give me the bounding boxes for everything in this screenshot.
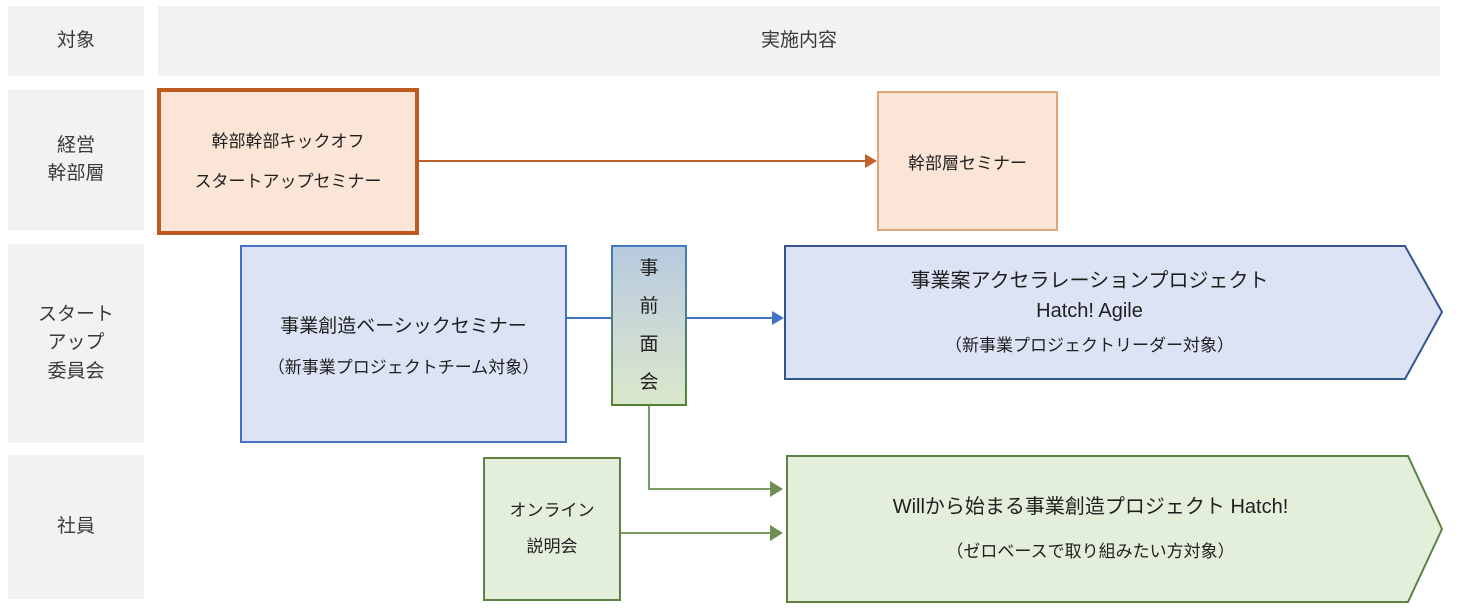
- online-briefing-label: オンライン 説明会: [509, 501, 595, 556]
- row-label-startup-committee: スタート アップ 委員会: [8, 244, 144, 443]
- arrowhead-right-icon: [770, 525, 783, 541]
- kickoff-seminar-box: 幹部幹部キックオフ スタートアップセミナー: [157, 88, 419, 235]
- row-label-executives: 経営 幹部層: [8, 90, 144, 230]
- online-briefing-box: オンライン 説明会: [483, 457, 621, 601]
- row-label-startup-committee-text: スタート アップ 委員会: [37, 303, 114, 382]
- hatch-project-text: Willから始まる事業創造プロジェクト Hatch! （ゼロベースで取り組みたい…: [786, 455, 1443, 603]
- connector-basic-to-pre-interview: [567, 317, 611, 319]
- connector-online-briefing-to-hatch: [621, 532, 770, 534]
- acceleration-project-title: 事業案アクセラレーションプロジェクト: [910, 269, 1269, 292]
- basic-seminar-box: 事業創造ベーシックセミナー （新事業プロジェクトチーム対象）: [240, 245, 567, 443]
- acceleration-project-text: 事業案アクセラレーションプロジェクト Hatch! Agile （新事業プロジェ…: [784, 245, 1443, 380]
- pre-interview-box: 事 前 面 会: [611, 245, 687, 406]
- pre-interview-label: 事 前 面 会: [639, 257, 659, 393]
- basic-seminar-title: 事業創造ベーシックセミナー: [280, 315, 527, 337]
- arrowhead-right-icon: [770, 481, 783, 497]
- row-label-employees-text: 社員: [56, 515, 95, 537]
- header-target-cell: 対象: [8, 6, 144, 76]
- hatch-project-arrow: Willから始まる事業創造プロジェクト Hatch! （ゼロベースで取り組みたい…: [786, 455, 1443, 603]
- header-content-cell: 実施内容: [158, 6, 1440, 76]
- pentagon-arrow-icon: [786, 455, 1443, 603]
- connector-pre-interview-to-acceleration: [687, 317, 772, 319]
- acceleration-project-subtitle: Hatch! Agile: [1036, 299, 1143, 322]
- kickoff-seminar-label: 幹部幹部キックオフ スタートアップセミナー: [194, 131, 382, 191]
- header-content-label: 実施内容: [760, 29, 837, 51]
- acceleration-project-note: （新事業プロジェクトリーダー対象）: [945, 335, 1234, 355]
- executive-seminar-label: 幹部層セミナー: [908, 153, 1027, 173]
- connector-kickoff-to-executive-seminar: [419, 160, 866, 162]
- header-target-label: 対象: [56, 29, 95, 51]
- pentagon-arrow-icon: [784, 245, 1443, 380]
- row-label-employees: 社員: [8, 455, 144, 599]
- hatch-project-title: Willから始まる事業創造プロジェクト Hatch!: [892, 496, 1289, 519]
- row-label-executives-text: 経営 幹部層: [47, 134, 105, 185]
- arrowhead-right-icon: [865, 154, 877, 168]
- connector-pre-interview-to-hatch: [648, 488, 770, 490]
- executive-seminar-box: 幹部層セミナー: [877, 91, 1058, 231]
- arrowhead-right-icon: [772, 311, 784, 325]
- acceleration-project-arrow: 事業案アクセラレーションプロジェクト Hatch! Agile （新事業プロジェ…: [784, 245, 1443, 380]
- hatch-project-note: （ゼロベースで取り組みたい方対象）: [946, 542, 1235, 562]
- basic-seminar-note: （新事業プロジェクトチーム対象）: [267, 357, 540, 377]
- connector-pre-interview-down: [648, 406, 650, 489]
